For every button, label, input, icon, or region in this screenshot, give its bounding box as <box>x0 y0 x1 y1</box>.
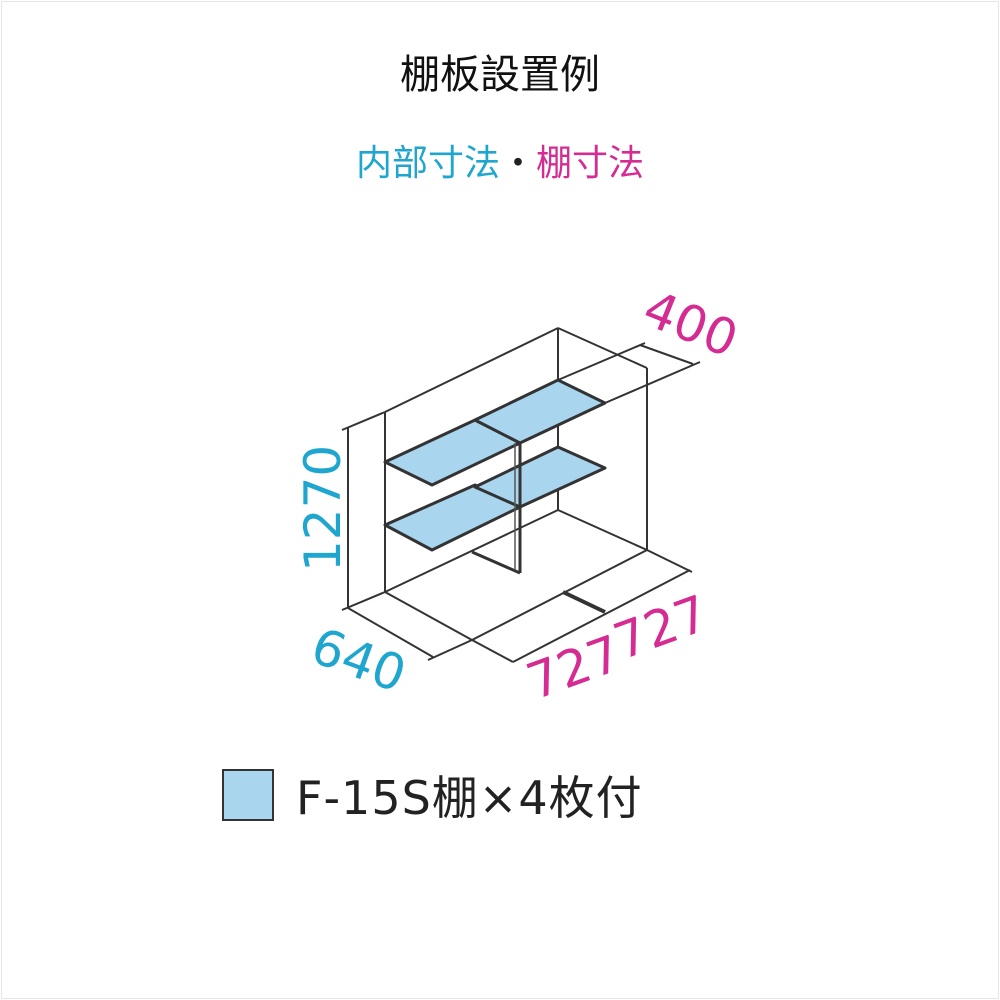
shelf-bottom-right <box>473 445 607 509</box>
depth-extension <box>427 639 473 661</box>
shelf-depth-dimension-line <box>639 344 694 365</box>
width-right-label: 727 <box>606 584 716 671</box>
height-extension-bottom <box>341 591 386 611</box>
shelf-depth-extension-back <box>557 342 646 381</box>
subtitle: 内部寸法・棚寸法 <box>0 134 1000 186</box>
page-title: 棚板設置例 <box>400 52 600 98</box>
floor-right-edge <box>557 509 648 551</box>
shelf-color-swatch <box>222 769 274 821</box>
shelf-depth-label: 400 <box>636 279 746 369</box>
separator: ・ <box>499 143 536 184</box>
width-dimension-line <box>512 569 691 663</box>
width-midpoint-mark <box>562 590 606 614</box>
width-extension-right <box>646 549 693 573</box>
height-label: 1270 <box>294 445 352 572</box>
top-right-edge <box>557 327 648 369</box>
shelf-dimension-label: 棚寸法 <box>536 143 645 184</box>
floor-front-edge <box>384 591 473 641</box>
top-back-edge <box>384 327 559 413</box>
legend-label: F-15S棚×4枚付 <box>296 771 643 825</box>
floor-back-edge <box>384 509 559 593</box>
width-extension-left <box>471 639 514 663</box>
floor-front-width <box>471 549 648 641</box>
shelf-depth-extension-front <box>604 361 701 404</box>
depth-dimension-line <box>347 607 434 658</box>
shelves <box>383 378 607 552</box>
inner-dimension-label: 内部寸法 <box>355 143 500 184</box>
height-extension-top <box>341 411 386 431</box>
legend: F-15S棚×4枚付 <box>222 762 643 828</box>
shelf-top-right <box>473 378 607 445</box>
storage-box-wireframe <box>341 327 701 663</box>
width-left-label: 727 <box>519 624 629 711</box>
depth-label: 640 <box>304 617 414 704</box>
center-support <box>471 443 522 575</box>
